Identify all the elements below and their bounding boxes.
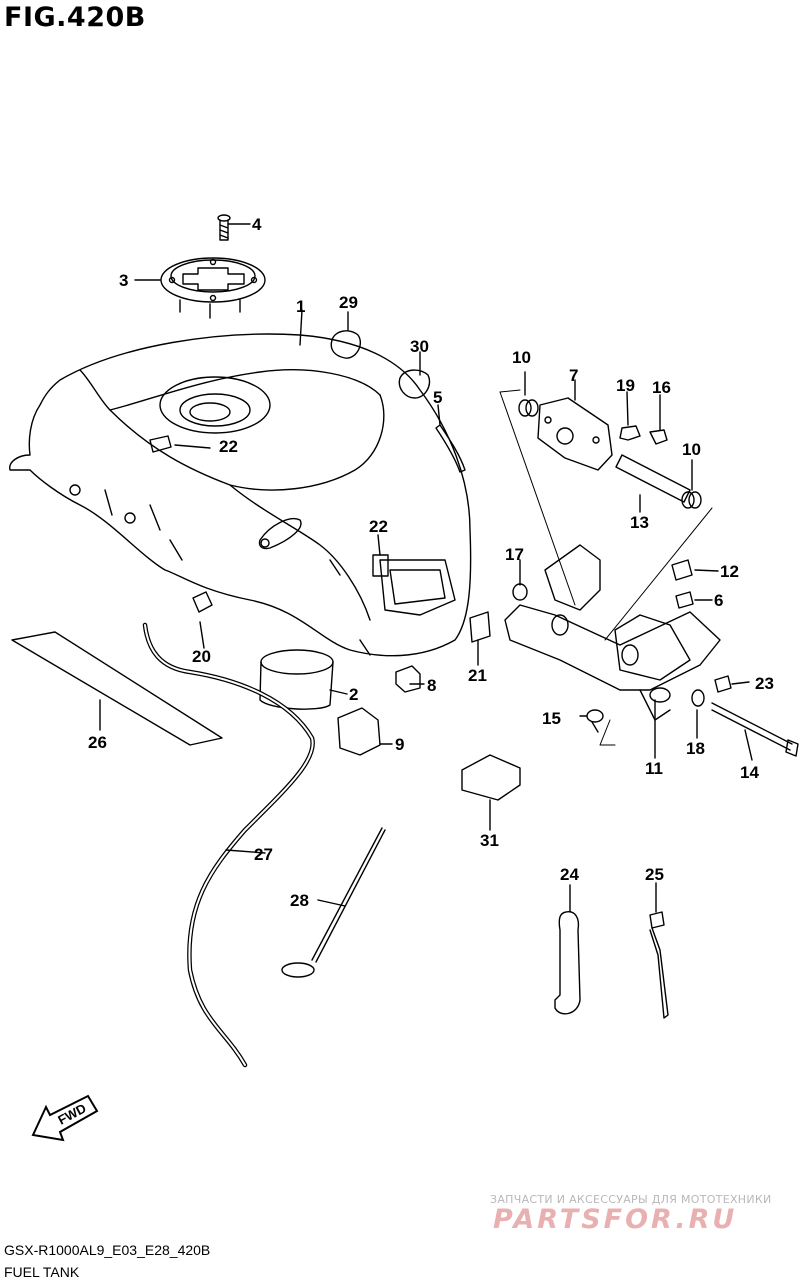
fwd-arrow-icon: FWD — [31, 1094, 99, 1142]
tie-part-28 — [281, 827, 386, 978]
label-sticker-part-22a — [149, 435, 172, 453]
plate-part-7 — [537, 397, 613, 471]
nut-part-12 — [671, 559, 693, 581]
watermark-brand: PARTSFOR.RU — [493, 1204, 738, 1235]
figure-title: FIG.420B — [4, 2, 146, 33]
callout-16[interactable]: 16 — [652, 378, 671, 397]
bolt-part-14 — [711, 702, 799, 757]
collar-part-10b — [681, 491, 702, 509]
callout-3[interactable]: 3 — [119, 271, 129, 290]
callout-10b[interactable]: 10 — [682, 440, 701, 459]
callout-9[interactable]: 9 — [395, 735, 405, 754]
callout-10a[interactable]: 10 — [512, 348, 531, 367]
callout-30[interactable]: 30 — [410, 337, 429, 356]
callout-23[interactable]: 23 — [755, 674, 774, 693]
cushion-part-30 — [398, 369, 431, 399]
band-part-2 — [259, 649, 334, 710]
callout-21[interactable]: 21 — [468, 666, 487, 685]
grommet-part-8 — [395, 665, 421, 693]
callout-22b[interactable]: 22 — [369, 517, 388, 536]
callout-11[interactable]: 11 — [645, 759, 663, 778]
clamp-part-25 — [649, 911, 669, 1019]
callout-13[interactable]: 13 — [630, 513, 649, 532]
callout-20[interactable]: 20 — [192, 647, 211, 666]
bolt-part-15 — [586, 709, 604, 733]
callout-18[interactable]: 18 — [686, 739, 705, 758]
bolt-part-16 — [649, 429, 668, 445]
drain-hose-part-27 — [142, 622, 315, 1068]
collar-part-10a — [518, 399, 539, 417]
washer-part-18 — [691, 689, 705, 707]
bracket-part-11 — [504, 544, 721, 721]
callout-28[interactable]: 28 — [290, 891, 309, 910]
pipe-part-13 — [615, 454, 691, 503]
callout-17[interactable]: 17 — [505, 545, 524, 564]
callout-5[interactable]: 5 — [433, 388, 443, 407]
label-sticker-part-22b — [372, 554, 389, 577]
callout-31[interactable]: 31 — [480, 831, 499, 850]
cushion-part-20 — [192, 591, 213, 613]
callout-1[interactable]: 1 — [296, 297, 306, 316]
bracket-part-9 — [337, 707, 381, 756]
cushion-part-29 — [330, 330, 362, 359]
callout-12[interactable]: 12 — [720, 562, 739, 581]
callout-29[interactable]: 29 — [339, 293, 358, 312]
callout-15[interactable]: 15 — [542, 709, 561, 728]
callout-7[interactable]: 7 — [569, 366, 579, 385]
nut-part-23 — [714, 675, 732, 693]
callout-26[interactable]: 26 — [88, 733, 107, 752]
fuel-tank-part-1 — [9, 333, 472, 657]
callout-14[interactable]: 14 — [740, 763, 759, 782]
callout-27[interactable]: 27 — [254, 845, 273, 864]
watermark-tagline: ЗАПЧАСТИ И АКСЕССУАРЫ ДЛЯ МОТОТЕХНИКИ — [490, 1193, 772, 1206]
sticker-part-21 — [469, 611, 491, 643]
callout-19[interactable]: 19 — [616, 376, 635, 395]
fuel-cap-part-3 — [160, 257, 266, 319]
callout-6[interactable]: 6 — [714, 591, 724, 610]
pad-part-31 — [461, 754, 521, 801]
clamp-part-24 — [554, 911, 581, 1015]
screw-part-4 — [217, 214, 231, 241]
callout-24[interactable]: 24 — [560, 865, 579, 884]
nut-part-6 — [675, 591, 694, 609]
figure-caption: FUEL TANK — [4, 1264, 80, 1280]
callout-22a[interactable]: 22 — [219, 437, 238, 456]
callout-4[interactable]: 4 — [252, 215, 262, 234]
cushion-strip-part-5 — [435, 424, 466, 473]
model-code: GSX-R1000AL9_E03_E28_420B — [4, 1242, 211, 1258]
callout-2[interactable]: 2 — [349, 685, 359, 704]
grommet-part-17 — [512, 583, 528, 601]
collar-part-19 — [619, 425, 641, 441]
callout-25[interactable]: 25 — [645, 865, 664, 884]
callout-8[interactable]: 8 — [427, 676, 437, 695]
sheet-part-26 — [11, 631, 223, 746]
